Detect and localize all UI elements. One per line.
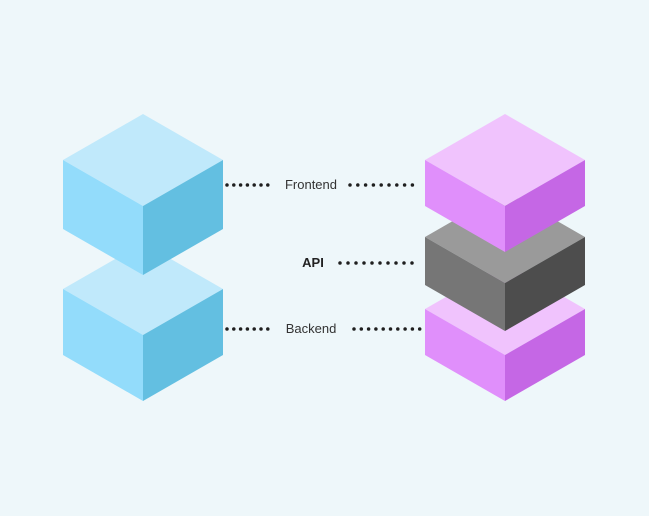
- right-backend-cube-left: [425, 309, 505, 401]
- left-frontend-cube-left: [63, 160, 143, 275]
- api-label: API: [302, 255, 324, 270]
- left-backend-cube: [63, 243, 223, 401]
- left-backend-cube-right: [143, 289, 223, 401]
- left-backend-cube-left: [63, 289, 143, 401]
- left-frontend-cube: [63, 114, 223, 275]
- right-frontend-cube-right: [505, 160, 585, 252]
- left-frontend-cube-right: [143, 160, 223, 275]
- right-api-cube-left: [425, 237, 505, 331]
- right-frontend-cube: [425, 114, 585, 252]
- frontend-label: Frontend: [285, 177, 337, 192]
- right-frontend-cube-left: [425, 160, 505, 252]
- right-api-cube-right: [505, 237, 585, 331]
- right-backend-cube-right: [505, 309, 585, 401]
- backend-label: Backend: [286, 321, 337, 336]
